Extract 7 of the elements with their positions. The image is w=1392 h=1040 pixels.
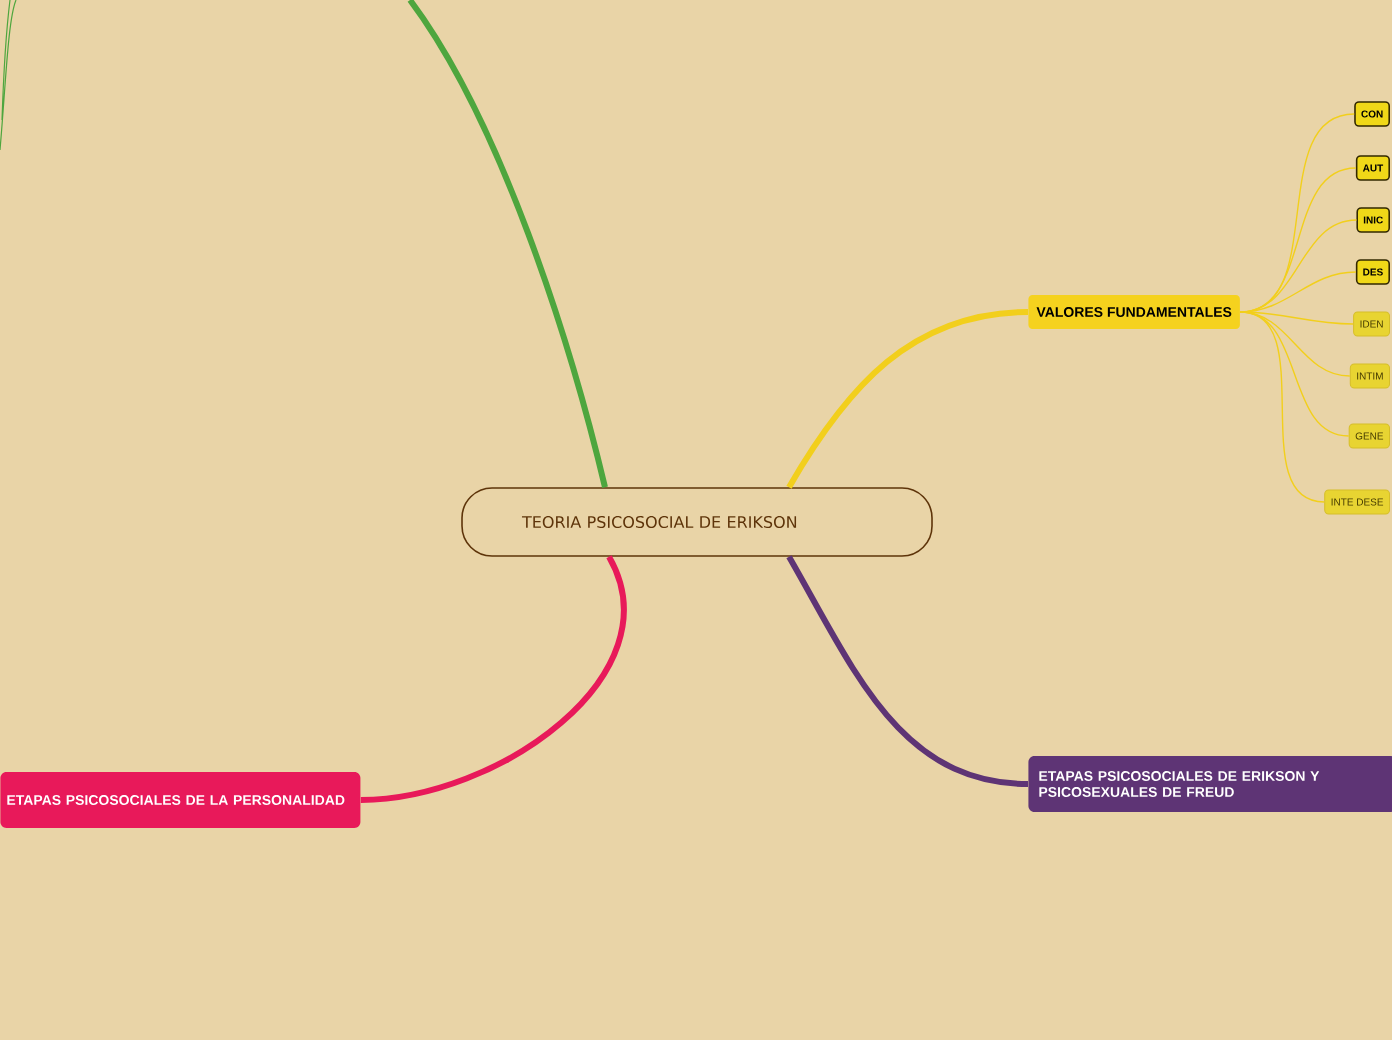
branch-line — [786, 555, 1029, 787]
topic-box: TEORIA PSICOSOCIAL DE ERIKSON — [461, 487, 933, 557]
branch-line — [786, 309, 1029, 489]
branch-line — [1239, 311, 1354, 325]
branch-line — [407, 0, 608, 488]
branch-line — [1239, 311, 1350, 437]
branch-line — [360, 555, 627, 803]
